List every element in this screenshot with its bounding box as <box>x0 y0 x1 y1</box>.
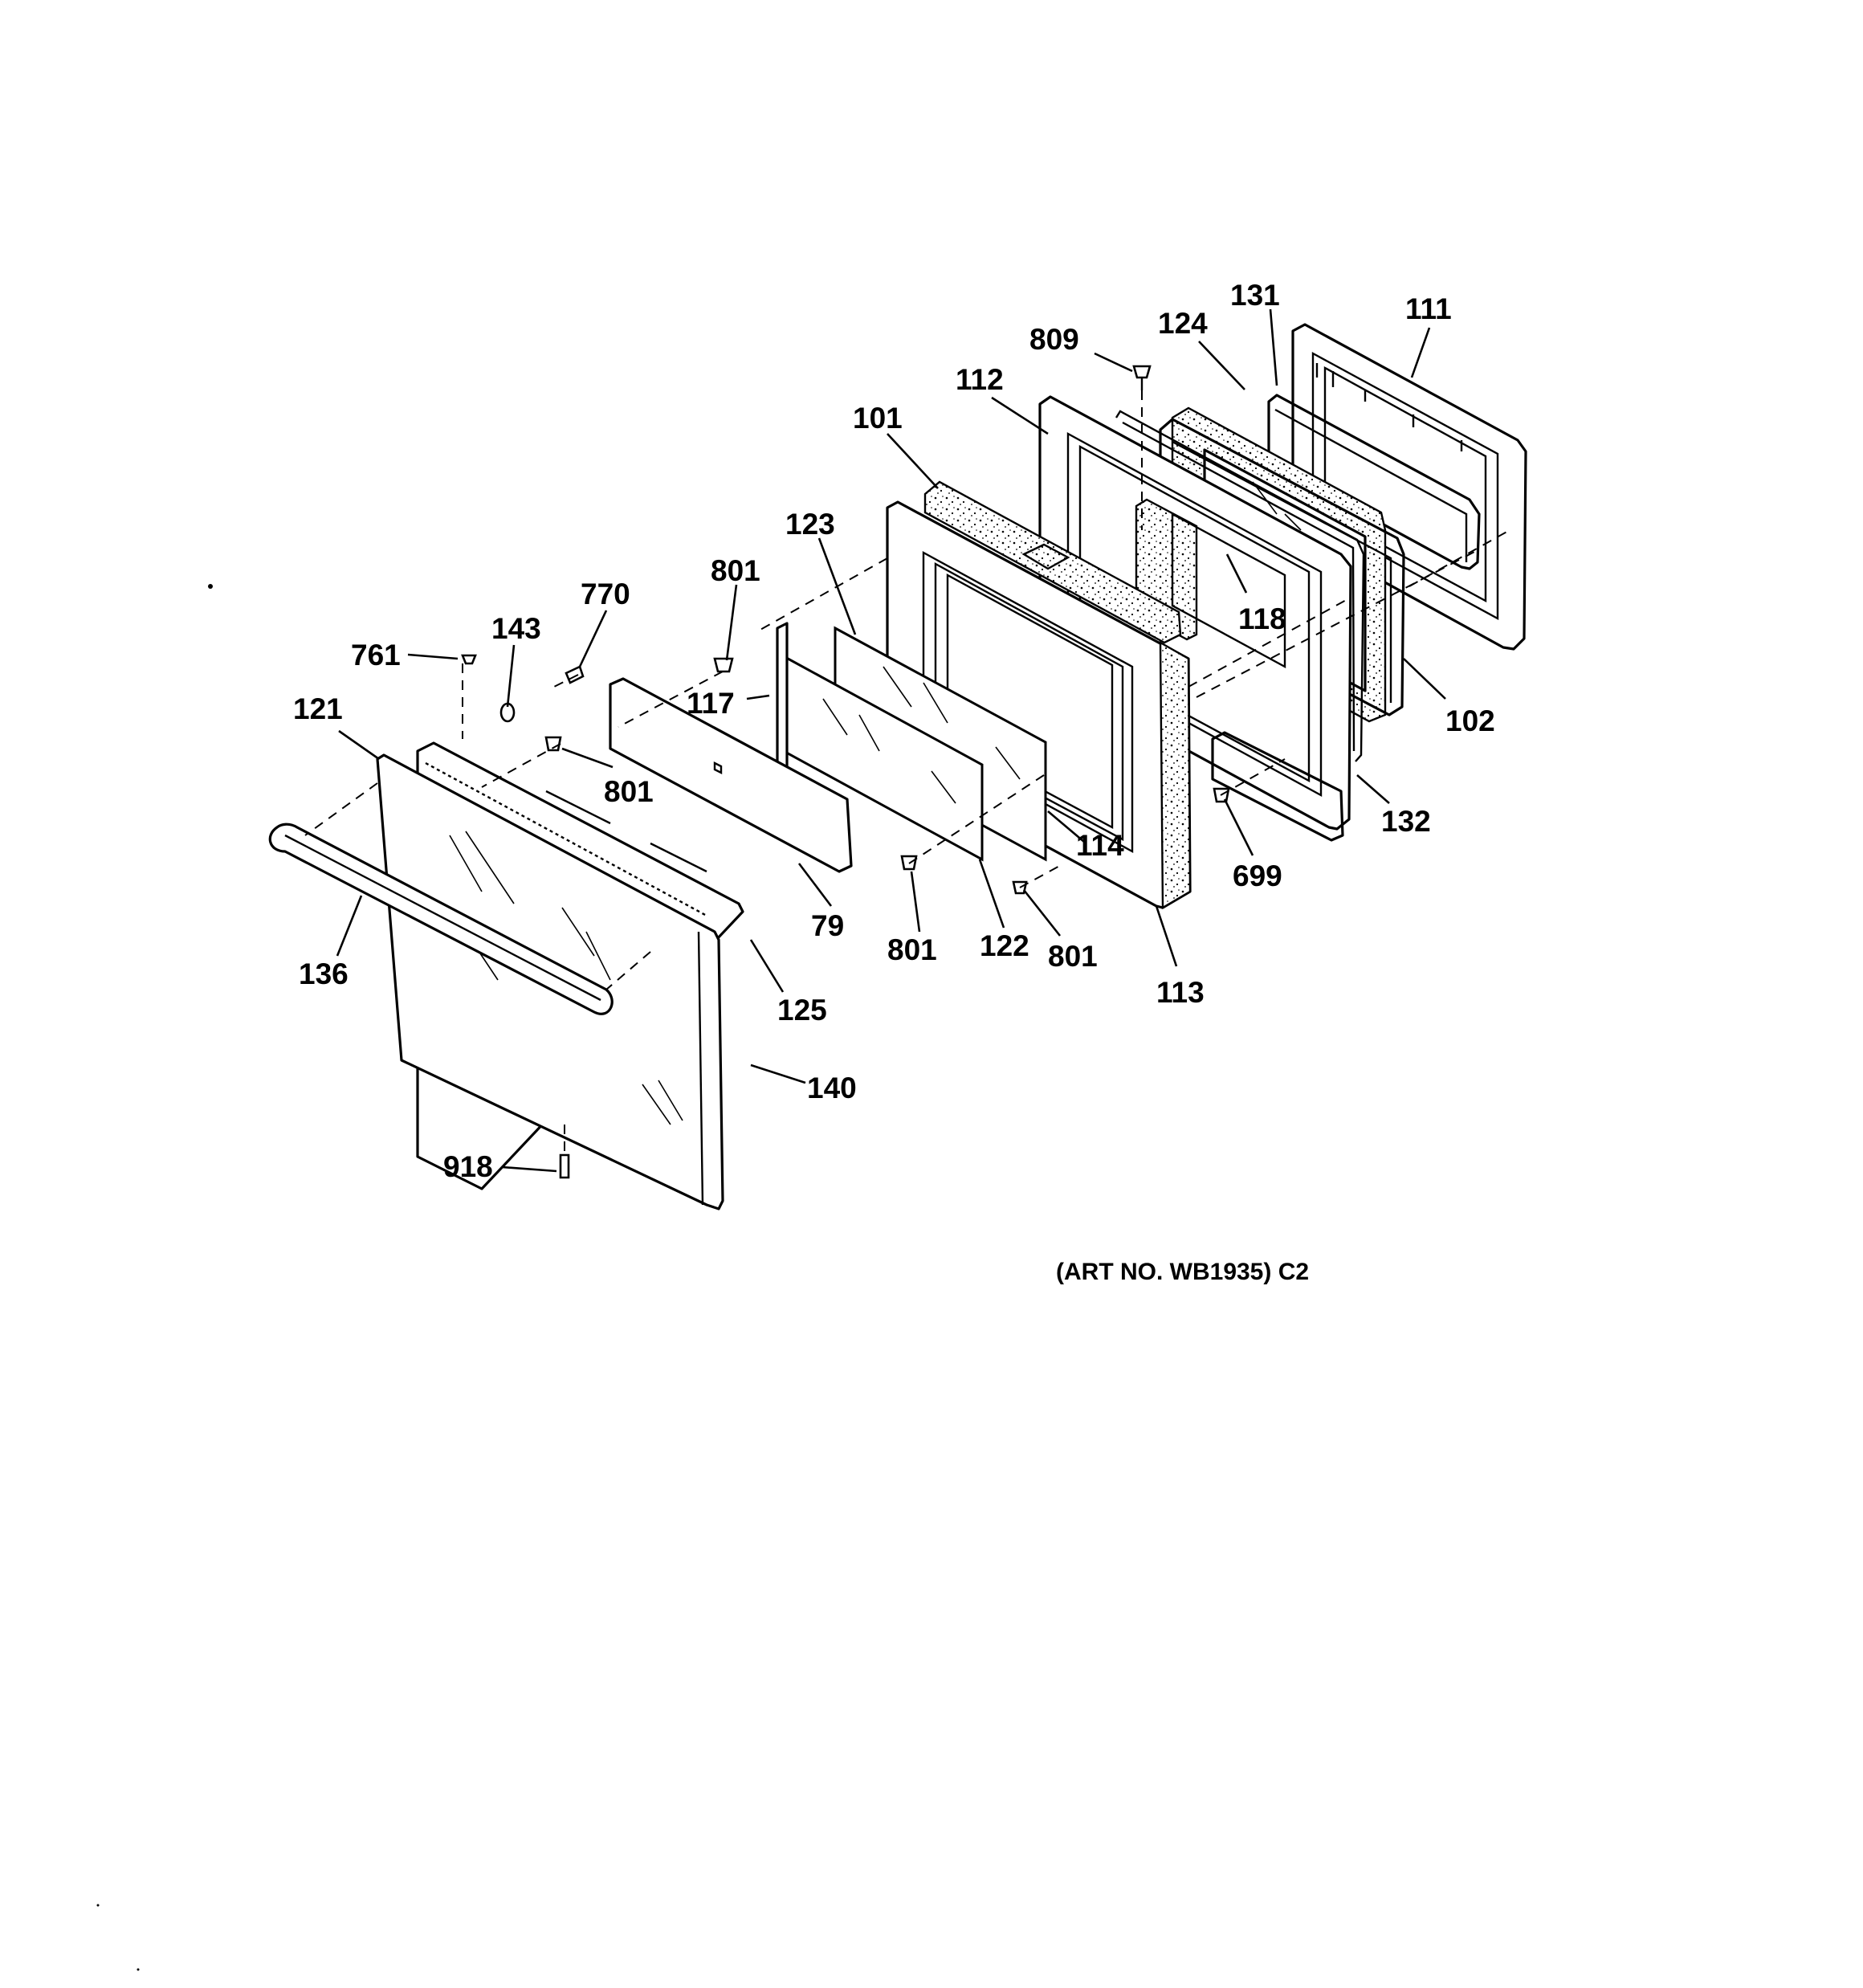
label-101: 101 <box>853 402 903 435</box>
label-801-left: 801 <box>604 775 654 808</box>
label-124: 124 <box>1158 307 1208 340</box>
label-123: 123 <box>785 508 835 541</box>
label-918: 918 <box>443 1150 493 1183</box>
part-labels: 111 131 124 809 112 101 123 118 102 132 … <box>293 279 1495 1183</box>
part-699-hinge-bracket <box>1211 731 1344 842</box>
screw-770 <box>565 665 585 684</box>
label-113: 113 <box>1156 976 1205 1009</box>
label-132: 132 <box>1381 805 1431 838</box>
part-136-door-handle <box>268 823 614 1015</box>
label-118: 118 <box>1238 602 1286 635</box>
part-117-bracket <box>776 622 789 776</box>
label-809: 809 <box>1029 323 1079 356</box>
screw-801-left <box>544 736 562 752</box>
scan-specks <box>96 584 213 1971</box>
leader-lines <box>336 308 1446 1173</box>
label-121: 121 <box>293 692 343 725</box>
label-699: 699 <box>1233 859 1282 892</box>
label-117: 117 <box>687 687 735 720</box>
label-79: 79 <box>811 909 844 942</box>
label-114: 114 <box>1076 829 1124 862</box>
label-131: 131 <box>1230 279 1280 312</box>
label-801-bottom-left: 801 <box>887 933 937 966</box>
label-111: 111 <box>1405 292 1452 325</box>
alignment-lines <box>304 390 1510 1155</box>
screw-761 <box>461 654 477 665</box>
label-761: 761 <box>351 639 401 672</box>
label-122: 122 <box>980 929 1029 962</box>
art-number: (ART NO. WB1935) C2 <box>1056 1259 1309 1285</box>
part-79-heat-shield <box>609 677 853 873</box>
label-102: 102 <box>1445 704 1495 737</box>
part-101-top-trim <box>923 480 1182 644</box>
part-113-door-frame <box>886 500 1192 910</box>
part-132-gasket <box>1115 410 1365 762</box>
label-801-top: 801 <box>711 554 760 587</box>
label-125: 125 <box>777 994 827 1027</box>
label-801-bottom-right: 801 <box>1048 940 1098 973</box>
label-770: 770 <box>581 578 630 610</box>
label-136: 136 <box>299 957 349 990</box>
screw-918 <box>559 1153 570 1179</box>
screw-801-top <box>713 657 734 673</box>
label-140: 140 <box>807 1072 857 1104</box>
label-143: 143 <box>491 612 541 645</box>
screw-809 <box>1132 365 1152 390</box>
label-112: 112 <box>956 363 1004 396</box>
